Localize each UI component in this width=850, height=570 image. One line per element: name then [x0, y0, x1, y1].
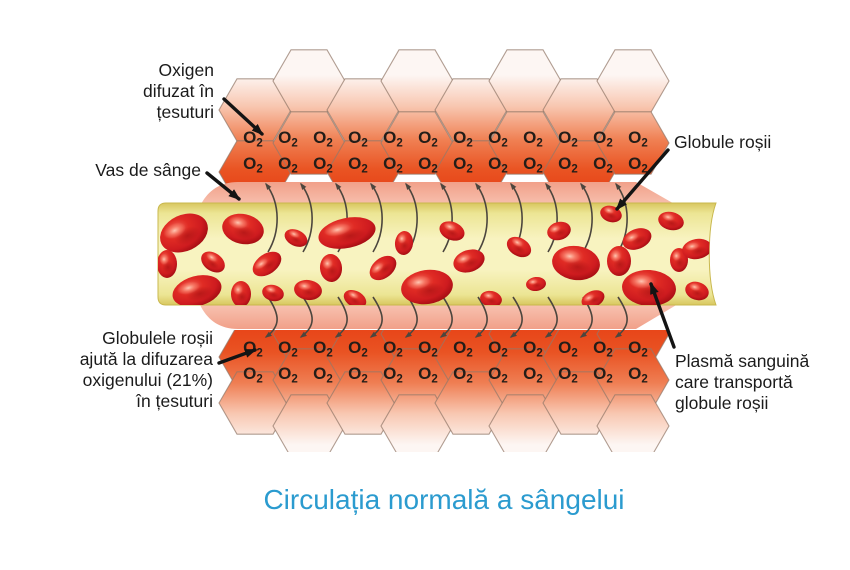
label-line: Globulele roșii: [102, 328, 213, 348]
label-line: globule roșii: [675, 393, 769, 413]
red-blood-cell: [552, 245, 600, 281]
red-blood-cell: [252, 251, 282, 277]
o2-diffusion-arrow-down: [369, 296, 383, 338]
tissue-hexagon: [596, 111, 670, 175]
red-blood-cell: [526, 276, 546, 292]
red-blood-cell: [453, 249, 485, 273]
tissue-hexagon: [596, 394, 670, 452]
red-blood-cell: [201, 251, 225, 273]
diagram-title: Circulația normală a sângelui: [263, 484, 625, 515]
red-blood-cell: [262, 284, 284, 302]
o2-diffusion-arrow-down: [334, 296, 348, 338]
red-blood-cell: [284, 229, 308, 247]
o2-diffusion-arrow-up: [475, 182, 488, 253]
red-blood-cell: [160, 213, 208, 253]
label-line: țesuturi: [156, 102, 214, 122]
red-blood-cell: [581, 290, 605, 305]
o2-diffusion-arrow-down: [439, 296, 453, 338]
red-blood-cell: [622, 228, 652, 250]
red-blood-cell: [658, 211, 684, 231]
o2-diffusion-arrow-down: [614, 296, 628, 338]
label-line: Vas de sânge: [95, 160, 201, 180]
label-blood-vessel: Vas de sânge: [95, 160, 201, 181]
red-blood-cell: [685, 281, 709, 301]
tissue-top: [218, 49, 670, 200]
red-blood-cell: [480, 290, 502, 305]
label-line: ajută la difuzarea: [79, 349, 213, 369]
arrow-to-red-cell: [615, 148, 670, 211]
blood-vessel-layer: [157, 182, 717, 329]
label-line: care transportă: [675, 372, 793, 392]
red-blood-cell: [231, 281, 251, 305]
red-blood-cell: [294, 279, 322, 301]
o2-diffusion-arrow-down: [544, 296, 558, 338]
label-oxygen-diffused: Oxigen difuzat în țesuturi: [143, 60, 214, 123]
label-line: Globule roșii: [674, 132, 772, 152]
label-red-blood-cells: Globule roșii: [674, 132, 771, 153]
o2-diffusion-arrow-down: [474, 296, 488, 338]
tissue-bottom: [218, 330, 670, 452]
label-line: difuzat în: [142, 81, 214, 101]
o2-diffusion-arrow-up: [440, 182, 453, 253]
red-blood-cell: [394, 231, 414, 255]
red-blood-cell: [607, 246, 631, 276]
label-line: oxigenului (21%): [82, 370, 213, 390]
red-blood-cells-layer: [158, 205, 712, 305]
o2-diffusion-arrow-down: [264, 296, 278, 338]
arrow-to-plasma: [649, 282, 676, 349]
o2-diffusion-arrow-up: [615, 182, 628, 253]
o2-diffusion-arrow-down: [509, 296, 523, 338]
red-blood-cell: [439, 221, 465, 241]
red-blood-cell: [506, 236, 532, 258]
o2-diffusion-arrow-up: [370, 182, 383, 253]
arrow-oxygen-to-tissue: [222, 97, 264, 136]
arrow-to-vessel: [205, 171, 241, 201]
label-plasma: Plasmă sanguină care transportă globule …: [675, 351, 809, 414]
o2-diffusion-arrow-up: [300, 182, 313, 253]
red-blood-cell: [547, 221, 571, 241]
o2-diffusion-arrow-up: [580, 182, 593, 253]
red-blood-cell: [172, 275, 222, 305]
red-blood-cell: [222, 213, 264, 245]
o2-diffusion-arrow-up: [265, 182, 278, 253]
arrow-help-to-o2: [217, 348, 257, 365]
red-blood-cell: [158, 250, 177, 278]
label-line: Plasmă sanguină: [675, 351, 810, 371]
red-blood-cell: [343, 289, 367, 305]
red-blood-cell: [319, 254, 343, 282]
o2-diffusion-arrow-down: [299, 296, 313, 338]
red-blood-cell: [369, 255, 397, 281]
label-line: Oxigen: [158, 60, 214, 80]
label-line: în țesuturi: [136, 391, 213, 411]
o2-diffusion-arrow-up: [545, 182, 558, 253]
pointer-arrows-layer: [205, 97, 676, 365]
red-blood-cell: [401, 269, 453, 305]
label-red-cells-help: Globulele roșii ajută la difuzarea oxige…: [80, 328, 213, 412]
red-blood-cell: [318, 217, 376, 249]
red-blood-cell: [682, 238, 712, 260]
